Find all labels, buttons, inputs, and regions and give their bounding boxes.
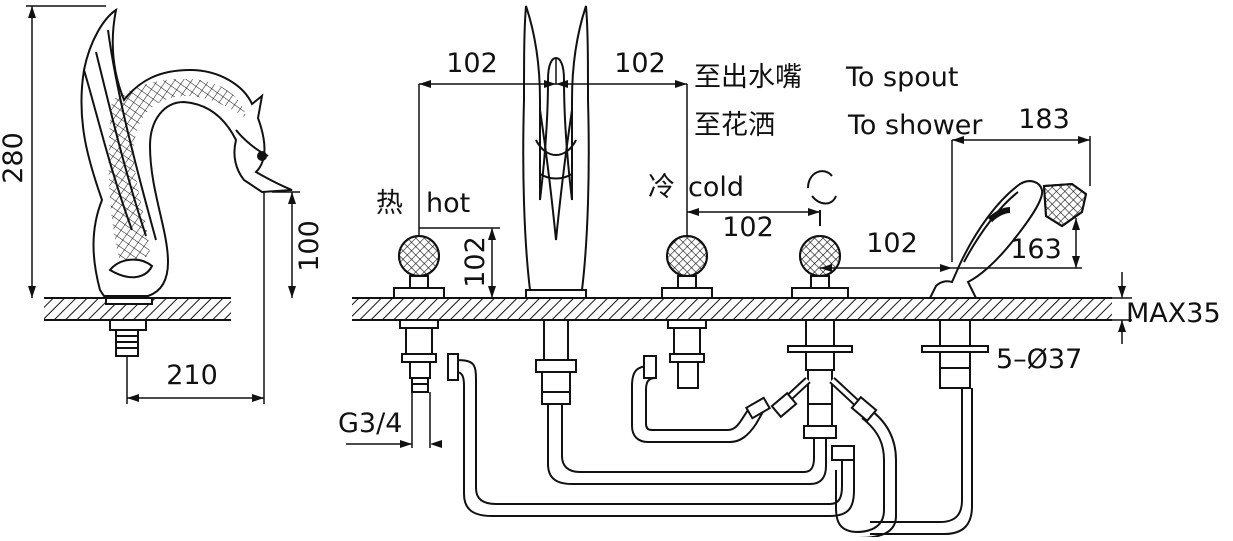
label-to-shower-cn: 至花洒 (694, 110, 775, 141)
dim-cold-diverter: 102 (722, 212, 774, 243)
dim-thread: G3/4 (338, 408, 402, 439)
label-to-shower-en: To shower (847, 110, 983, 141)
label-hot-cn: 热 (376, 188, 403, 219)
deck-front (352, 298, 1112, 320)
hoses (447, 353, 973, 539)
hand-shower (921, 180, 1088, 389)
diverter-handle (777, 170, 863, 439)
dim-diverter-shower: 102 (866, 228, 918, 259)
dim-spout-cold: 102 (614, 48, 666, 79)
label-cold-en: cold (688, 172, 744, 203)
front-view (346, 5, 1132, 539)
dim-deck-thickness: MAX35 (1126, 298, 1221, 329)
dim-shower-length: 183 (1018, 104, 1070, 135)
dim-handle-height: 102 (460, 236, 491, 288)
side-view (26, 5, 300, 404)
dim-height-total: 280 (0, 132, 29, 184)
label-cold-cn: 冷 (648, 172, 675, 203)
cold-handle (661, 235, 713, 389)
label-to-spout-en: To spout (845, 62, 958, 93)
dim-shower-height: 163 (1010, 234, 1062, 265)
dim-spout-height: 100 (294, 220, 325, 272)
dimension-lines (346, 58, 1132, 448)
deck-side (44, 298, 231, 320)
dim-hot-spout: 102 (446, 48, 498, 79)
dim-holes: 5–Ø37 (996, 344, 1082, 375)
dim-spout-reach: 210 (166, 360, 218, 391)
label-to-spout-cn: 至出水嘴 (694, 62, 802, 93)
hot-handle (393, 235, 445, 393)
label-hot-en: hot (426, 188, 470, 219)
